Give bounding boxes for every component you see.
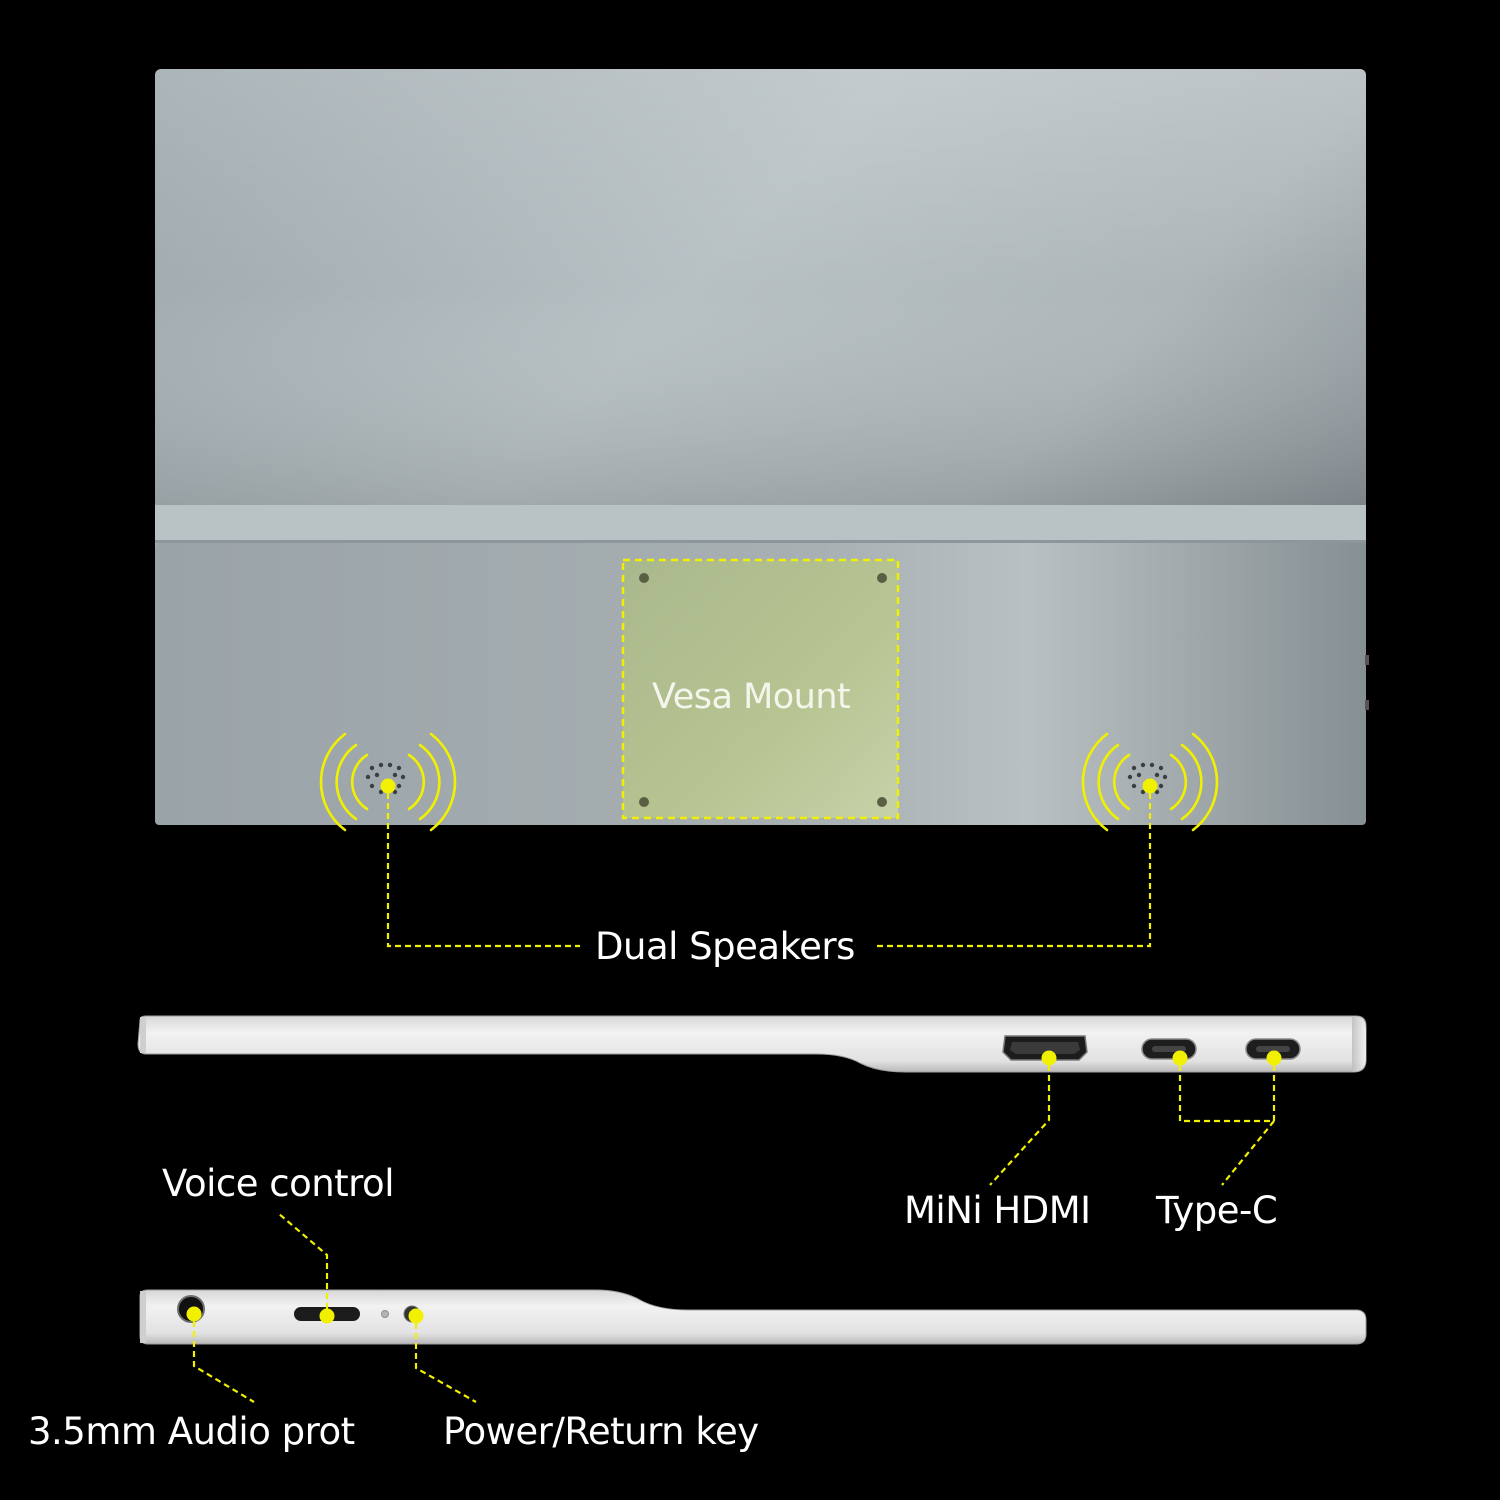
- type-c-label: Type-C: [1156, 1189, 1278, 1232]
- speaker-marker-right: [1142, 778, 1158, 794]
- vesa-screw-hole: [639, 797, 649, 807]
- dual-speakers-leader: [386, 793, 1152, 948]
- side-view-buttons-edge: [139, 1289, 1367, 1345]
- power-marker: [408, 1308, 424, 1324]
- vesa-screw-hole: [877, 573, 887, 583]
- usb-c-port-tongue: [1152, 1046, 1186, 1052]
- hdmi-marker: [1041, 1050, 1057, 1066]
- power-key-label: Power/Return key: [443, 1410, 759, 1453]
- ports-leader-lines: [989, 1065, 1276, 1186]
- buttons-leader-lines: [192, 1212, 477, 1403]
- hdmi-port-icon: [1002, 1035, 1088, 1061]
- usb-c-port-tongue: [1256, 1046, 1290, 1052]
- stand-fold-strip: [155, 505, 1366, 541]
- voice-control-label: Voice control: [162, 1162, 394, 1205]
- vesa-mount-area: [621, 558, 900, 820]
- type-c-marker: [1172, 1050, 1188, 1066]
- vesa-screw-hole: [639, 573, 649, 583]
- dual-speakers-label: Dual Speakers: [595, 925, 855, 968]
- audio-port-label: 3.5mm Audio prot: [28, 1410, 355, 1453]
- speaker-waves-icon: [1081, 732, 1219, 832]
- monitor-back-panel: [155, 69, 1369, 825]
- mini-hdmi-label: MiNi HDMI: [904, 1189, 1091, 1232]
- voice-marker: [319, 1308, 335, 1324]
- type-c-marker: [1266, 1050, 1282, 1066]
- vesa-screw-hole: [877, 797, 887, 807]
- speaker-waves-icon: [319, 732, 457, 832]
- vesa-mount-label: Vesa Mount: [652, 677, 851, 717]
- speaker-marker-left: [380, 778, 396, 794]
- speaker-grille-right: [1127, 762, 1168, 795]
- indicator-led: [381, 1310, 389, 1318]
- speaker-grille-left: [365, 762, 406, 795]
- audio-marker: [186, 1306, 202, 1322]
